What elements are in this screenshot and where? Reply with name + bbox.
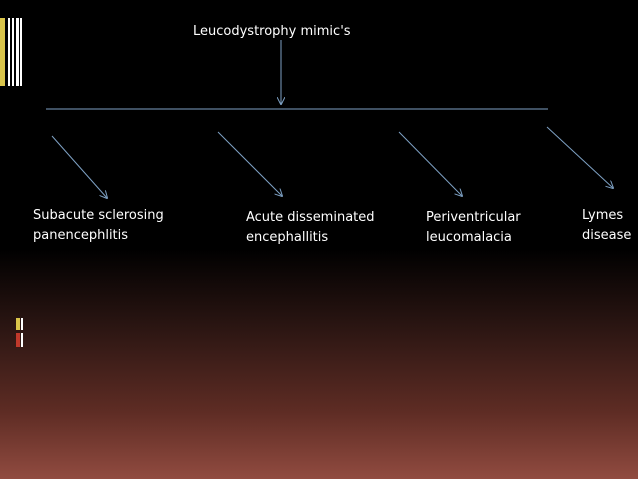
- node-periventricular-leucomalacia: Periventricular leucomalacia: [426, 210, 521, 245]
- arrow-to-pvl: [398, 131, 462, 196]
- arrow-to-sspe: [51, 135, 107, 198]
- arrow-to-adem: [217, 131, 282, 196]
- diagram-title: Leucodystrophy mimic's: [193, 24, 351, 39]
- node-lymes-disease: Lymes disease: [582, 208, 632, 243]
- node-subacute-sclerosing-panencephalitis: Subacute sclerosing panencephlitis: [33, 208, 164, 243]
- node-acute-disseminated-encephalitis: Acute disseminated encephallitis: [246, 210, 375, 245]
- arrow-to-lyme: [546, 126, 613, 188]
